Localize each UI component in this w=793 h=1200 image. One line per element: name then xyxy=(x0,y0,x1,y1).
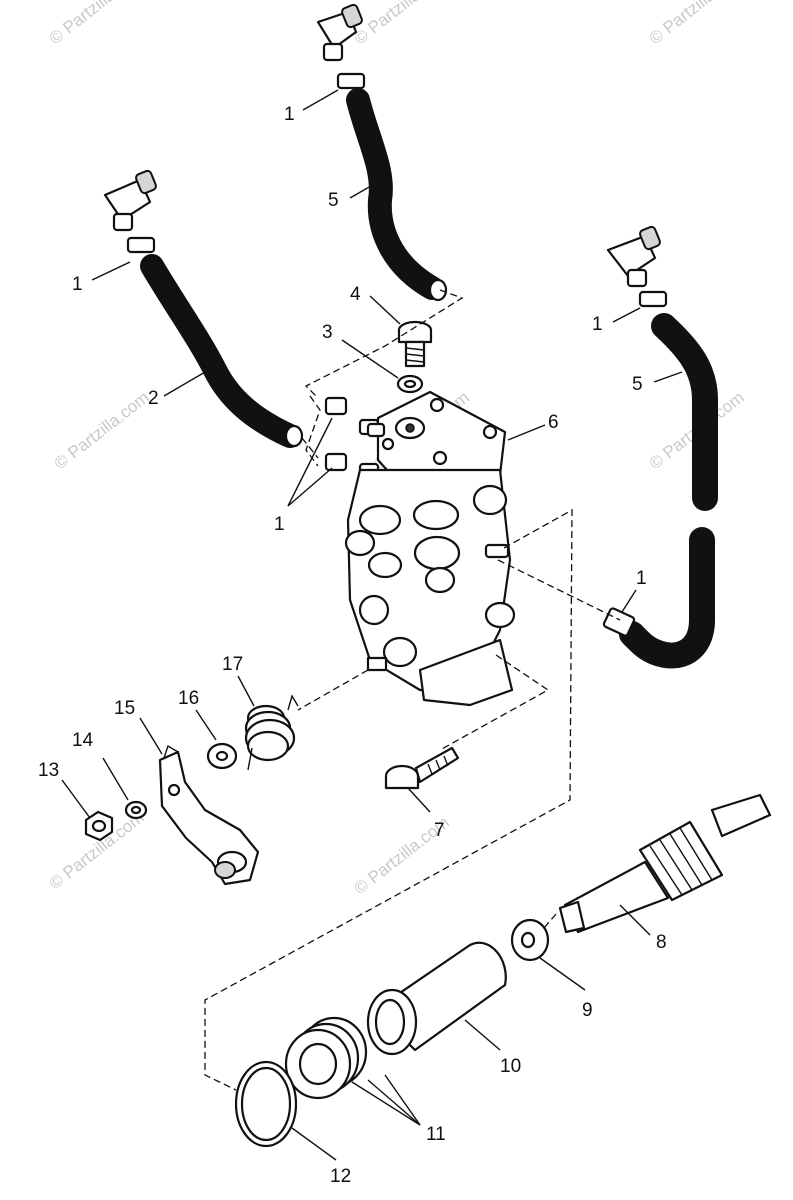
control-lever xyxy=(158,744,260,886)
watermark-text: © Partzilla.com xyxy=(51,388,153,474)
callout-3: 3 xyxy=(322,322,333,343)
drive-gear-shaft xyxy=(558,793,772,934)
mounting-bolt xyxy=(384,746,460,790)
leader-lines xyxy=(61,89,683,1161)
lock-washer xyxy=(124,800,148,820)
callout-9: 9 xyxy=(582,1000,593,1021)
callout-11: 11 xyxy=(426,1124,446,1145)
spring-set xyxy=(284,1016,368,1100)
pump-clips xyxy=(324,396,380,480)
callout-16: 16 xyxy=(178,688,199,709)
return-spring xyxy=(244,694,299,771)
o-ring xyxy=(234,1060,298,1148)
callout-1-right: 1 xyxy=(592,314,603,335)
watermark-text: © Partzilla.com xyxy=(646,0,748,48)
callout-14: 14 xyxy=(72,730,94,751)
callout-5-right: 5 xyxy=(632,374,643,395)
callout-1-lower-right: 1 xyxy=(636,568,647,589)
callout-10: 10 xyxy=(500,1056,521,1077)
oil-pump-body xyxy=(344,390,516,707)
callout-2: 2 xyxy=(148,388,159,409)
callouts: 1 1 1 1 1 2 3 4 5 5 6 7 8 9 10 11 12 13 … xyxy=(38,104,667,1187)
callout-4: 4 xyxy=(350,284,361,305)
washer-16 xyxy=(206,742,238,770)
left-nozzle-assembly xyxy=(103,169,304,448)
top-nozzle-assembly xyxy=(316,3,448,302)
callout-13: 13 xyxy=(38,760,59,781)
watermark-text: © Partzilla.com xyxy=(46,0,148,48)
callout-1-center: 1 xyxy=(274,514,285,535)
callout-12: 12 xyxy=(330,1166,351,1187)
callout-8: 8 xyxy=(656,932,667,953)
callout-17: 17 xyxy=(222,654,243,675)
callout-5-top: 5 xyxy=(328,190,339,211)
right-nozzle-assembly xyxy=(606,225,718,511)
callout-7: 7 xyxy=(434,820,445,841)
callout-1-top: 1 xyxy=(284,104,295,125)
bolt-and-washer xyxy=(396,320,433,394)
lower-right-hose xyxy=(602,527,715,669)
callout-1-left: 1 xyxy=(72,274,83,295)
callout-15: 15 xyxy=(114,698,135,719)
sleeve xyxy=(366,941,507,1056)
hex-nut xyxy=(84,810,114,842)
watermark-text: © Partzilla.com xyxy=(351,0,453,48)
washer-9 xyxy=(510,918,550,962)
callout-6: 6 xyxy=(548,412,559,433)
